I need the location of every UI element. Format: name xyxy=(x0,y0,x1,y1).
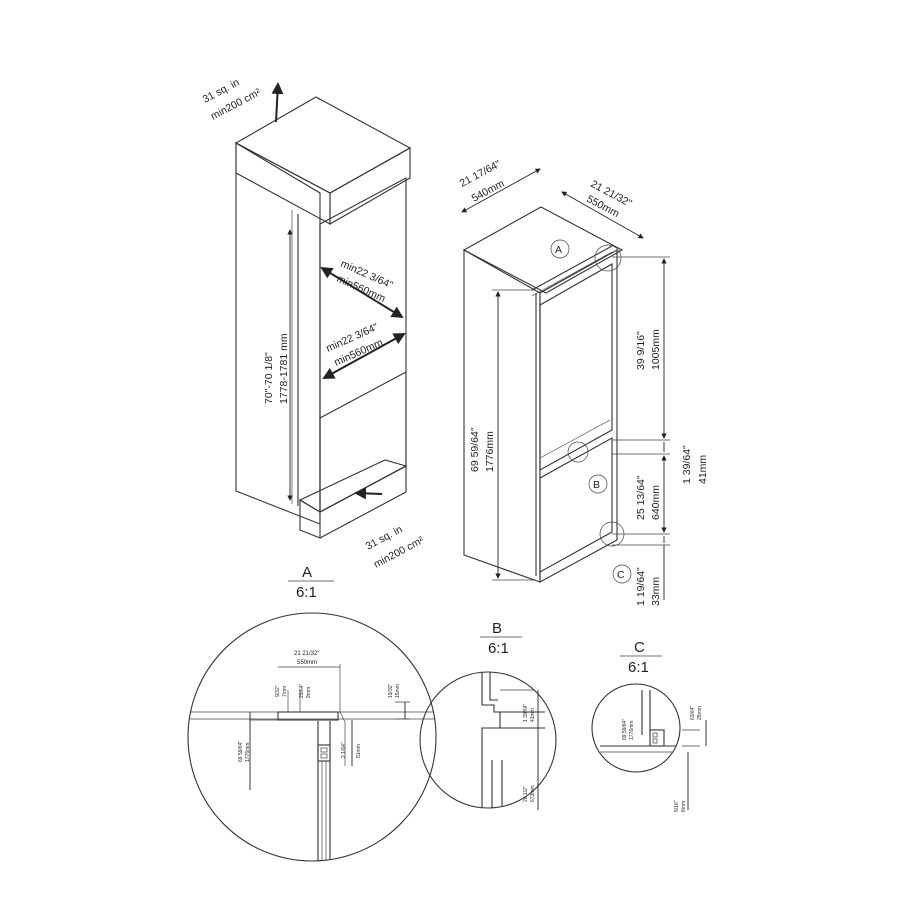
detail-b-scale: 6:1 xyxy=(488,640,509,657)
upper-label-2: 1005mm xyxy=(650,329,662,370)
detail-a-width-1: 21 21/32" xyxy=(294,651,320,657)
detail-a-d3-2: 15mm xyxy=(395,684,401,698)
height-label-2: 1778-1781 mm xyxy=(278,333,290,404)
gap-label-1: 1 39/64" xyxy=(681,445,693,484)
detail-b-title: B xyxy=(492,620,502,637)
gap-label-2: 41mm xyxy=(697,455,709,484)
detail-b-d2-1: 26 1/2" xyxy=(523,786,529,802)
lower-label-1: 25 13/64" xyxy=(635,475,647,520)
detail-c-d2-2: 25mm xyxy=(697,706,703,720)
detail-a-d2-1: 23/64" xyxy=(299,683,305,698)
detail-c-scale: 6:1 xyxy=(628,659,649,676)
bottom-label-1: 1 19/64" xyxy=(635,567,647,606)
detail-a: A 6:1 21 21/32" 550mm 9/32" 7 xyxy=(187,564,437,862)
detail-b-d1-1: 1 39/64" xyxy=(523,703,529,722)
cabinet-niche xyxy=(234,96,412,539)
detail-a-d1-2: 7mm xyxy=(282,686,288,697)
detail-c-d3-2: 8mm xyxy=(681,801,687,812)
detail-c-d3-1: 5/16" xyxy=(674,800,680,812)
detail-c: C 6:1 69 59/64" 1776mm 63/64" 25mm 5/16"… xyxy=(591,639,707,812)
total-label-2: 1776mm xyxy=(484,431,496,472)
bottom-label-2: 33mm xyxy=(650,577,662,606)
detail-a-d2-2: 9mm xyxy=(306,687,312,698)
detail-a-width-2: 550mm xyxy=(297,660,317,666)
marker-b: B xyxy=(593,479,600,491)
detail-c-title: C xyxy=(634,639,645,656)
detail-c-d1-1: 69 59/64" xyxy=(622,719,628,740)
detail-a-scale: 6:1 xyxy=(296,584,317,601)
detail-a-d4-1: 69 59/64" xyxy=(238,741,244,762)
detail-a-d1-1: 9/32" xyxy=(275,685,281,697)
detail-b-d2-2: 673mm xyxy=(530,785,536,802)
detail-c-d2-1: 63/64" xyxy=(690,705,696,720)
cabinet-dimensions: 31 sq. in min200 cm² 31 sq. in min200 cm… xyxy=(201,76,427,570)
total-label-1: 69 59/64" xyxy=(469,427,481,472)
detail-a-title: A xyxy=(302,564,312,581)
marker-a: A xyxy=(555,244,562,256)
height-label-1: 70"-70 1/8" xyxy=(263,352,275,404)
upper-label-1: 39 9/16" xyxy=(635,331,647,370)
appliance-fridge xyxy=(462,206,624,583)
lower-label-2: 640mm xyxy=(650,485,662,520)
detail-a-d4-2: 1776mm xyxy=(245,743,251,762)
detail-c-d1-2: 1776mm xyxy=(629,721,635,740)
detail-a-d3-1: 19/32" xyxy=(388,683,394,698)
detail-b-d1-2: 41mm xyxy=(530,708,536,722)
detail-a-d5-1: 2 1/64" xyxy=(341,742,347,758)
appliance-dimensions: 21 17/64" 540mm 21 21/32" 550mm 39 9/16"… xyxy=(458,158,709,606)
detail-a-d5-2: 51mm xyxy=(356,744,362,758)
detail-b: B 6:1 1 39/64" 41mm 26 1/2" 673mm xyxy=(419,620,557,810)
marker-c: C xyxy=(617,569,625,581)
